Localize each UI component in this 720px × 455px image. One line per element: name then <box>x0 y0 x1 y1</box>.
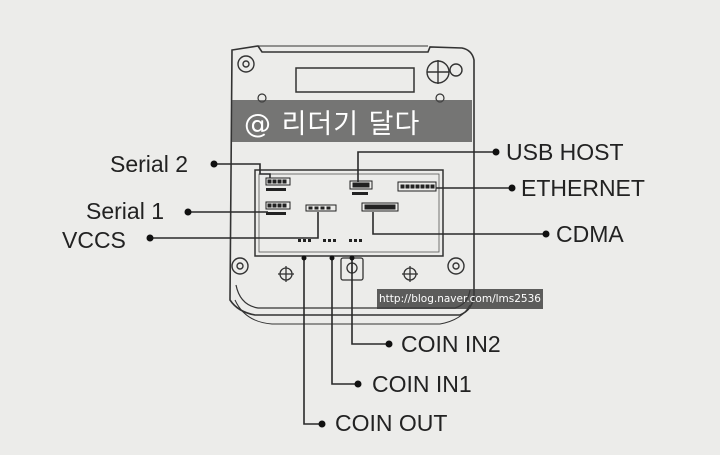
connector-panel <box>254 169 444 257</box>
display-window <box>295 67 415 93</box>
label-vccs: VCCS <box>62 227 126 253</box>
connectors <box>265 177 437 242</box>
url-overlay[interactable]: http://blog.naver.com/lms2536 <box>377 289 543 309</box>
corner-screws <box>231 55 465 275</box>
label-coin-in1: COIN IN1 <box>372 371 472 397</box>
watermark-text: @ 리더기 달다 <box>244 108 421 140</box>
serial1-connector <box>265 201 291 210</box>
cdma-connector <box>361 202 399 212</box>
label-ethernet: ETHERNET <box>521 175 645 201</box>
label-coin-out: COIN OUT <box>335 410 448 436</box>
url-text: http://blog.naver.com/lms2536 <box>379 293 541 305</box>
vccs-connector <box>305 204 337 212</box>
label-usb-host: USB HOST <box>506 139 624 165</box>
label-serial-1: Serial 1 <box>86 198 164 224</box>
serial2-connector <box>265 177 291 186</box>
label-cdma: CDMA <box>556 221 624 247</box>
leader-dots <box>146 148 550 428</box>
leader-lines <box>150 151 546 425</box>
ground-symbol-icon <box>426 60 463 84</box>
coin-connectors <box>298 239 362 242</box>
usb-host-connector <box>349 180 373 190</box>
label-serial-2: Serial 2 <box>110 151 188 177</box>
ethernet-connector <box>397 181 437 192</box>
label-coin-in2: COIN IN2 <box>401 331 501 357</box>
watermark-banner: @ 리더기 달다 <box>232 100 472 142</box>
lower-screws <box>278 257 418 282</box>
